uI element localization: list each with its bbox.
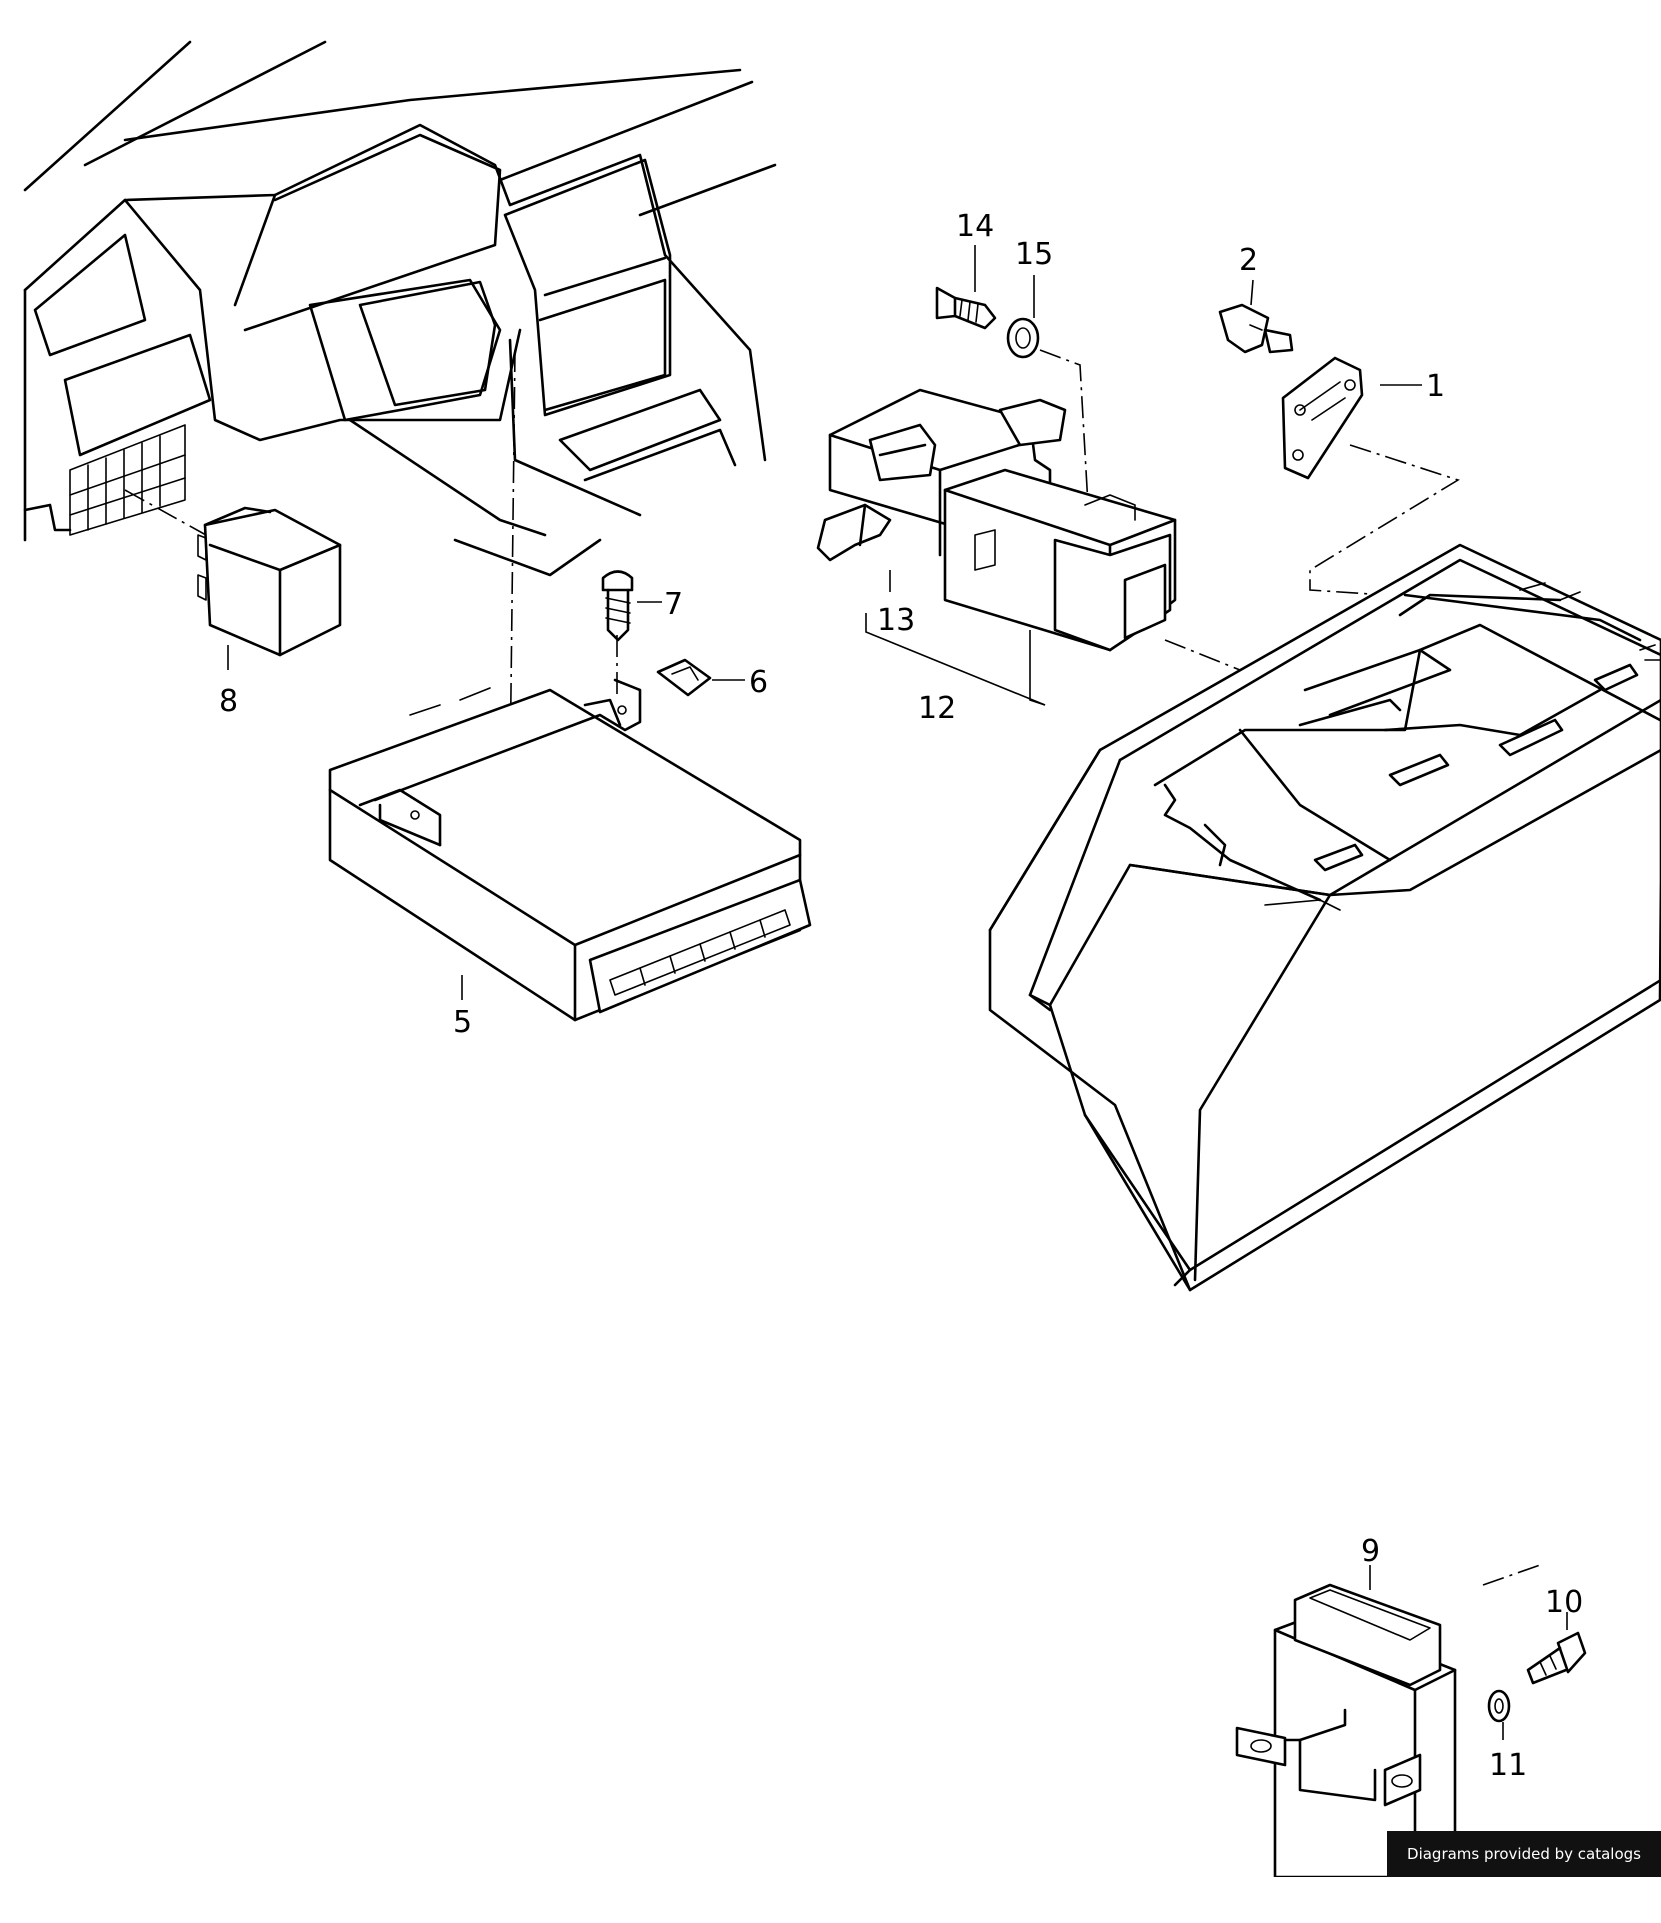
callout-15: 15 [1015,237,1053,272]
callout-10: 10 [1545,1585,1583,1620]
routing-line-module-9 [1482,1564,1541,1586]
callout-8: 8 [219,684,238,719]
parts-diagram: 1 2 5 6 7 8 9 10 11 12 13 14 15 [23,40,1661,1877]
callout-1: 1 [1426,369,1445,404]
washer-part-15[interactable] [1006,317,1040,359]
callout-12: 12 [918,691,956,726]
callout-14: 14 [956,209,994,244]
module-part-9[interactable] [1235,1583,1457,1877]
speed-nut-part-6[interactable] [656,658,712,697]
instrument-cluster-part[interactable] [988,543,1661,1292]
screw-part-10[interactable] [1526,1631,1587,1685]
routing-line-cluster-left [1164,639,1241,671]
dashboard-illustration [23,40,777,577]
washer-part-11[interactable] [1487,1689,1511,1723]
leader-lines [227,245,1568,1740]
callout-11: 11 [1489,1748,1527,1783]
callout-13: 13 [877,603,915,638]
control-unit-part[interactable] [328,678,812,1022]
routing-line-washer-15 [1039,349,1089,506]
callout-2: 2 [1239,243,1258,278]
callout-7: 7 [664,587,683,622]
footer-credit: Diagrams provided by catalogs parts [1387,1831,1661,1909]
routing-line-bracket [1309,444,1460,596]
callout-5: 5 [453,1005,472,1040]
switch-assembly-part[interactable] [816,388,1177,652]
callout-labels: 1 2 5 6 7 8 9 10 11 12 13 14 15 [219,209,1583,1783]
callout-9: 9 [1361,1534,1380,1569]
bracket-part-1[interactable] [1281,356,1364,480]
screw-part-14[interactable] [935,286,997,330]
relay-part[interactable] [197,506,342,657]
routing-line-relay [124,489,216,541]
callout-6: 6 [749,665,768,700]
bulb-holder-part-2[interactable] [1218,303,1294,354]
screw-part-7[interactable] [601,570,634,642]
